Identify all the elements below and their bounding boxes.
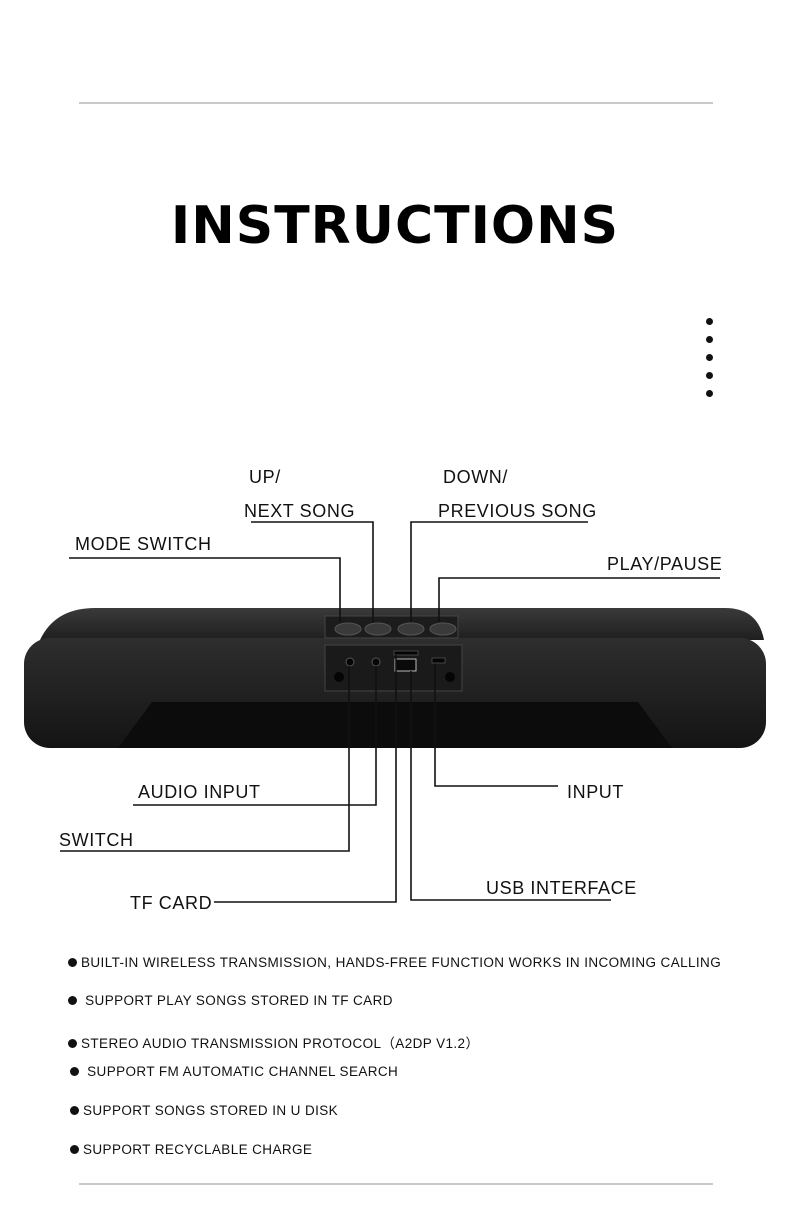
leader-tf-card <box>214 655 397 903</box>
feature-item: SUPPORT FM AUTOMATIC CHANNEL SEARCH <box>70 1064 398 1079</box>
bullet-icon <box>68 958 77 967</box>
leader-input <box>434 664 558 787</box>
leader-down-previous <box>410 521 588 622</box>
feature-text: SUPPORT PLAY SONGS STORED IN TF CARD <box>85 993 393 1008</box>
charge-input-port <box>431 657 446 664</box>
control-buttons <box>334 622 457 636</box>
bullet-icon <box>70 1106 79 1115</box>
mode-button <box>334 622 362 636</box>
switch-port <box>345 657 355 667</box>
up-button <box>364 622 392 636</box>
top-divider <box>79 102 713 104</box>
label-down: DOWN/ <box>443 467 508 487</box>
page-title: INSTRUCTIONS <box>170 196 620 256</box>
bottom-divider <box>79 1183 713 1185</box>
leader-audio-input <box>133 666 377 806</box>
leader-mode-switch <box>69 557 341 622</box>
label-up: UP/ <box>249 467 281 487</box>
bullet-icon <box>70 1145 79 1154</box>
bullet-icon <box>68 996 77 1005</box>
usb-port <box>394 658 417 672</box>
ellipsis-dots-icon <box>706 318 713 408</box>
feature-text: STEREO AUDIO TRANSMISSION PROTOCOL（A2DP … <box>81 1036 480 1051</box>
feature-text: SUPPORT SONGS STORED IN U DISK <box>83 1103 339 1118</box>
label-mode-switch: MODE SWITCH <box>75 534 212 554</box>
label-previous-song: PREVIOUS SONG <box>438 501 597 521</box>
leader-play-pause <box>438 577 720 622</box>
feature-item: BUILT-IN WIRELESS TRANSMISSION, HANDS-FR… <box>68 955 721 970</box>
label-usb-interface: USB INTERFACE <box>486 878 637 898</box>
bullet-icon <box>70 1067 79 1076</box>
feature-text: SUPPORT RECYCLABLE CHARGE <box>83 1142 313 1157</box>
label-switch: SWITCH <box>59 830 134 850</box>
play-pause-button <box>429 622 457 636</box>
tf-card-slot <box>393 650 419 656</box>
feature-item: STEREO AUDIO TRANSMISSION PROTOCOL（A2DP … <box>68 1032 479 1052</box>
leader-usb-interface <box>410 671 611 901</box>
feature-item: SUPPORT PLAY SONGS STORED IN TF CARD <box>68 993 393 1008</box>
label-input: INPUT <box>567 782 624 802</box>
audio-input-port <box>371 657 381 667</box>
feature-item: SUPPORT SONGS STORED IN U DISK <box>70 1103 338 1118</box>
speaker-base <box>118 702 672 748</box>
label-next-song: NEXT SONG <box>244 501 356 521</box>
label-play-pause: PLAY/PAUSE <box>607 554 723 574</box>
bullet-icon <box>68 1039 77 1048</box>
down-button <box>397 622 425 636</box>
screw-right <box>445 672 455 682</box>
leader-up-next <box>251 521 374 622</box>
label-audio-input: AUDIO INPUT <box>138 782 261 802</box>
feature-text: BUILT-IN WIRELESS TRANSMISSION, HANDS-FR… <box>81 955 722 970</box>
label-tf-card: TF CARD <box>130 893 213 913</box>
leader-switch <box>60 666 350 852</box>
feature-text: SUPPORT FM AUTOMATIC CHANNEL SEARCH <box>87 1064 399 1079</box>
port-panel <box>324 644 463 692</box>
feature-item: SUPPORT RECYCLABLE CHARGE <box>70 1142 312 1157</box>
screw-left <box>334 672 344 682</box>
